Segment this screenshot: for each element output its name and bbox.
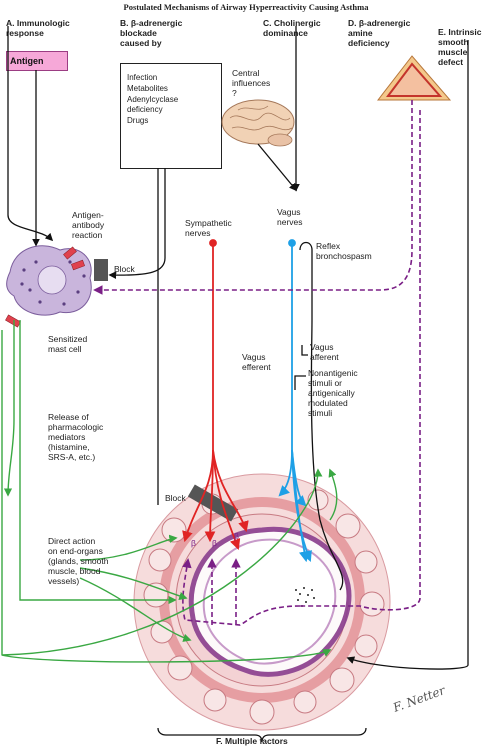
block-bar-top bbox=[94, 259, 108, 281]
beta-deficiency-paths bbox=[93, 100, 421, 626]
line-nonantigenic bbox=[294, 375, 306, 390]
sympathetic-nerve-paths bbox=[182, 239, 249, 551]
central-influences-label: Central influences ? bbox=[232, 68, 271, 98]
release-mediators-label: Release of pharmacologic mediators (hist… bbox=[48, 412, 104, 462]
diagram-title: Postulated Mechanisms of Airway Hyperrea… bbox=[123, 2, 369, 12]
direct-action-label: Direct action on end-organs (glands, smo… bbox=[48, 536, 109, 586]
line-vagus-afferent bbox=[301, 345, 308, 356]
airway-cross-section bbox=[133, 473, 391, 731]
block-bottom-label: Block bbox=[165, 493, 186, 503]
section-b-heading: B. β-adrenergic blockade caused by bbox=[120, 18, 183, 48]
block-top-label: Block bbox=[114, 264, 135, 274]
vagus-afferent-label: Vagus afferent bbox=[310, 342, 339, 362]
arrow-causes-to-block bbox=[108, 168, 166, 280]
adrenal-gland-illustration bbox=[376, 55, 452, 101]
cause-item: Infection bbox=[127, 73, 158, 82]
arrow-intrinsic-muscle bbox=[346, 40, 469, 670]
section-a-heading: A. Immunologic response bbox=[6, 18, 70, 38]
vagus-efferent-label: Vagus efferent bbox=[242, 352, 271, 372]
cause-item: Adenylcyclase deficiency bbox=[127, 95, 179, 114]
antigen-box: Antigen bbox=[6, 51, 68, 71]
section-d-heading: D. β-adrenergic amine deficiency bbox=[348, 18, 411, 48]
mediator-paths bbox=[1, 320, 338, 663]
beta-receptor-label: β bbox=[212, 538, 217, 548]
section-f-heading: F. Multiple factors bbox=[216, 736, 288, 746]
arrow-immunologic bbox=[7, 26, 54, 242]
antigen-label: Antigen bbox=[10, 56, 44, 66]
sympathetic-nerves-label: Sympathetic nerves bbox=[185, 218, 232, 238]
line-reflex-afferent bbox=[299, 241, 344, 591]
brain-illustration bbox=[221, 99, 295, 147]
reflex-bronchospasm-label: Reflex bronchospasm bbox=[316, 241, 372, 261]
beta-receptor-label: β bbox=[191, 538, 196, 548]
mast-cell-illustration bbox=[5, 245, 92, 328]
section-c-heading: C. Cholinergic dominance bbox=[263, 18, 321, 38]
vagus-nerve-paths bbox=[278, 239, 312, 563]
cause-item: Drugs bbox=[127, 116, 149, 125]
sensitized-mast-cell-label: Sensitized mast cell bbox=[48, 334, 88, 354]
cause-item: Metabolites bbox=[127, 84, 168, 93]
beta-receptor-label: β bbox=[234, 531, 239, 541]
causes-box: Infection Metabolites Adenylcyclase defi… bbox=[120, 63, 222, 169]
section-e-heading: E. Intrinsic smooth muscle defect bbox=[438, 27, 482, 67]
nonantigenic-stimuli-label: Nonantigenic stimuli or antigenically mo… bbox=[308, 368, 358, 418]
antigen-antibody-label: Antigen- antibody reaction bbox=[72, 210, 105, 240]
arrow-brain-to-vagus bbox=[257, 143, 297, 192]
vagus-nerves-label: Vagus nerves bbox=[277, 207, 303, 227]
multiple-factors-brace bbox=[157, 727, 367, 743]
